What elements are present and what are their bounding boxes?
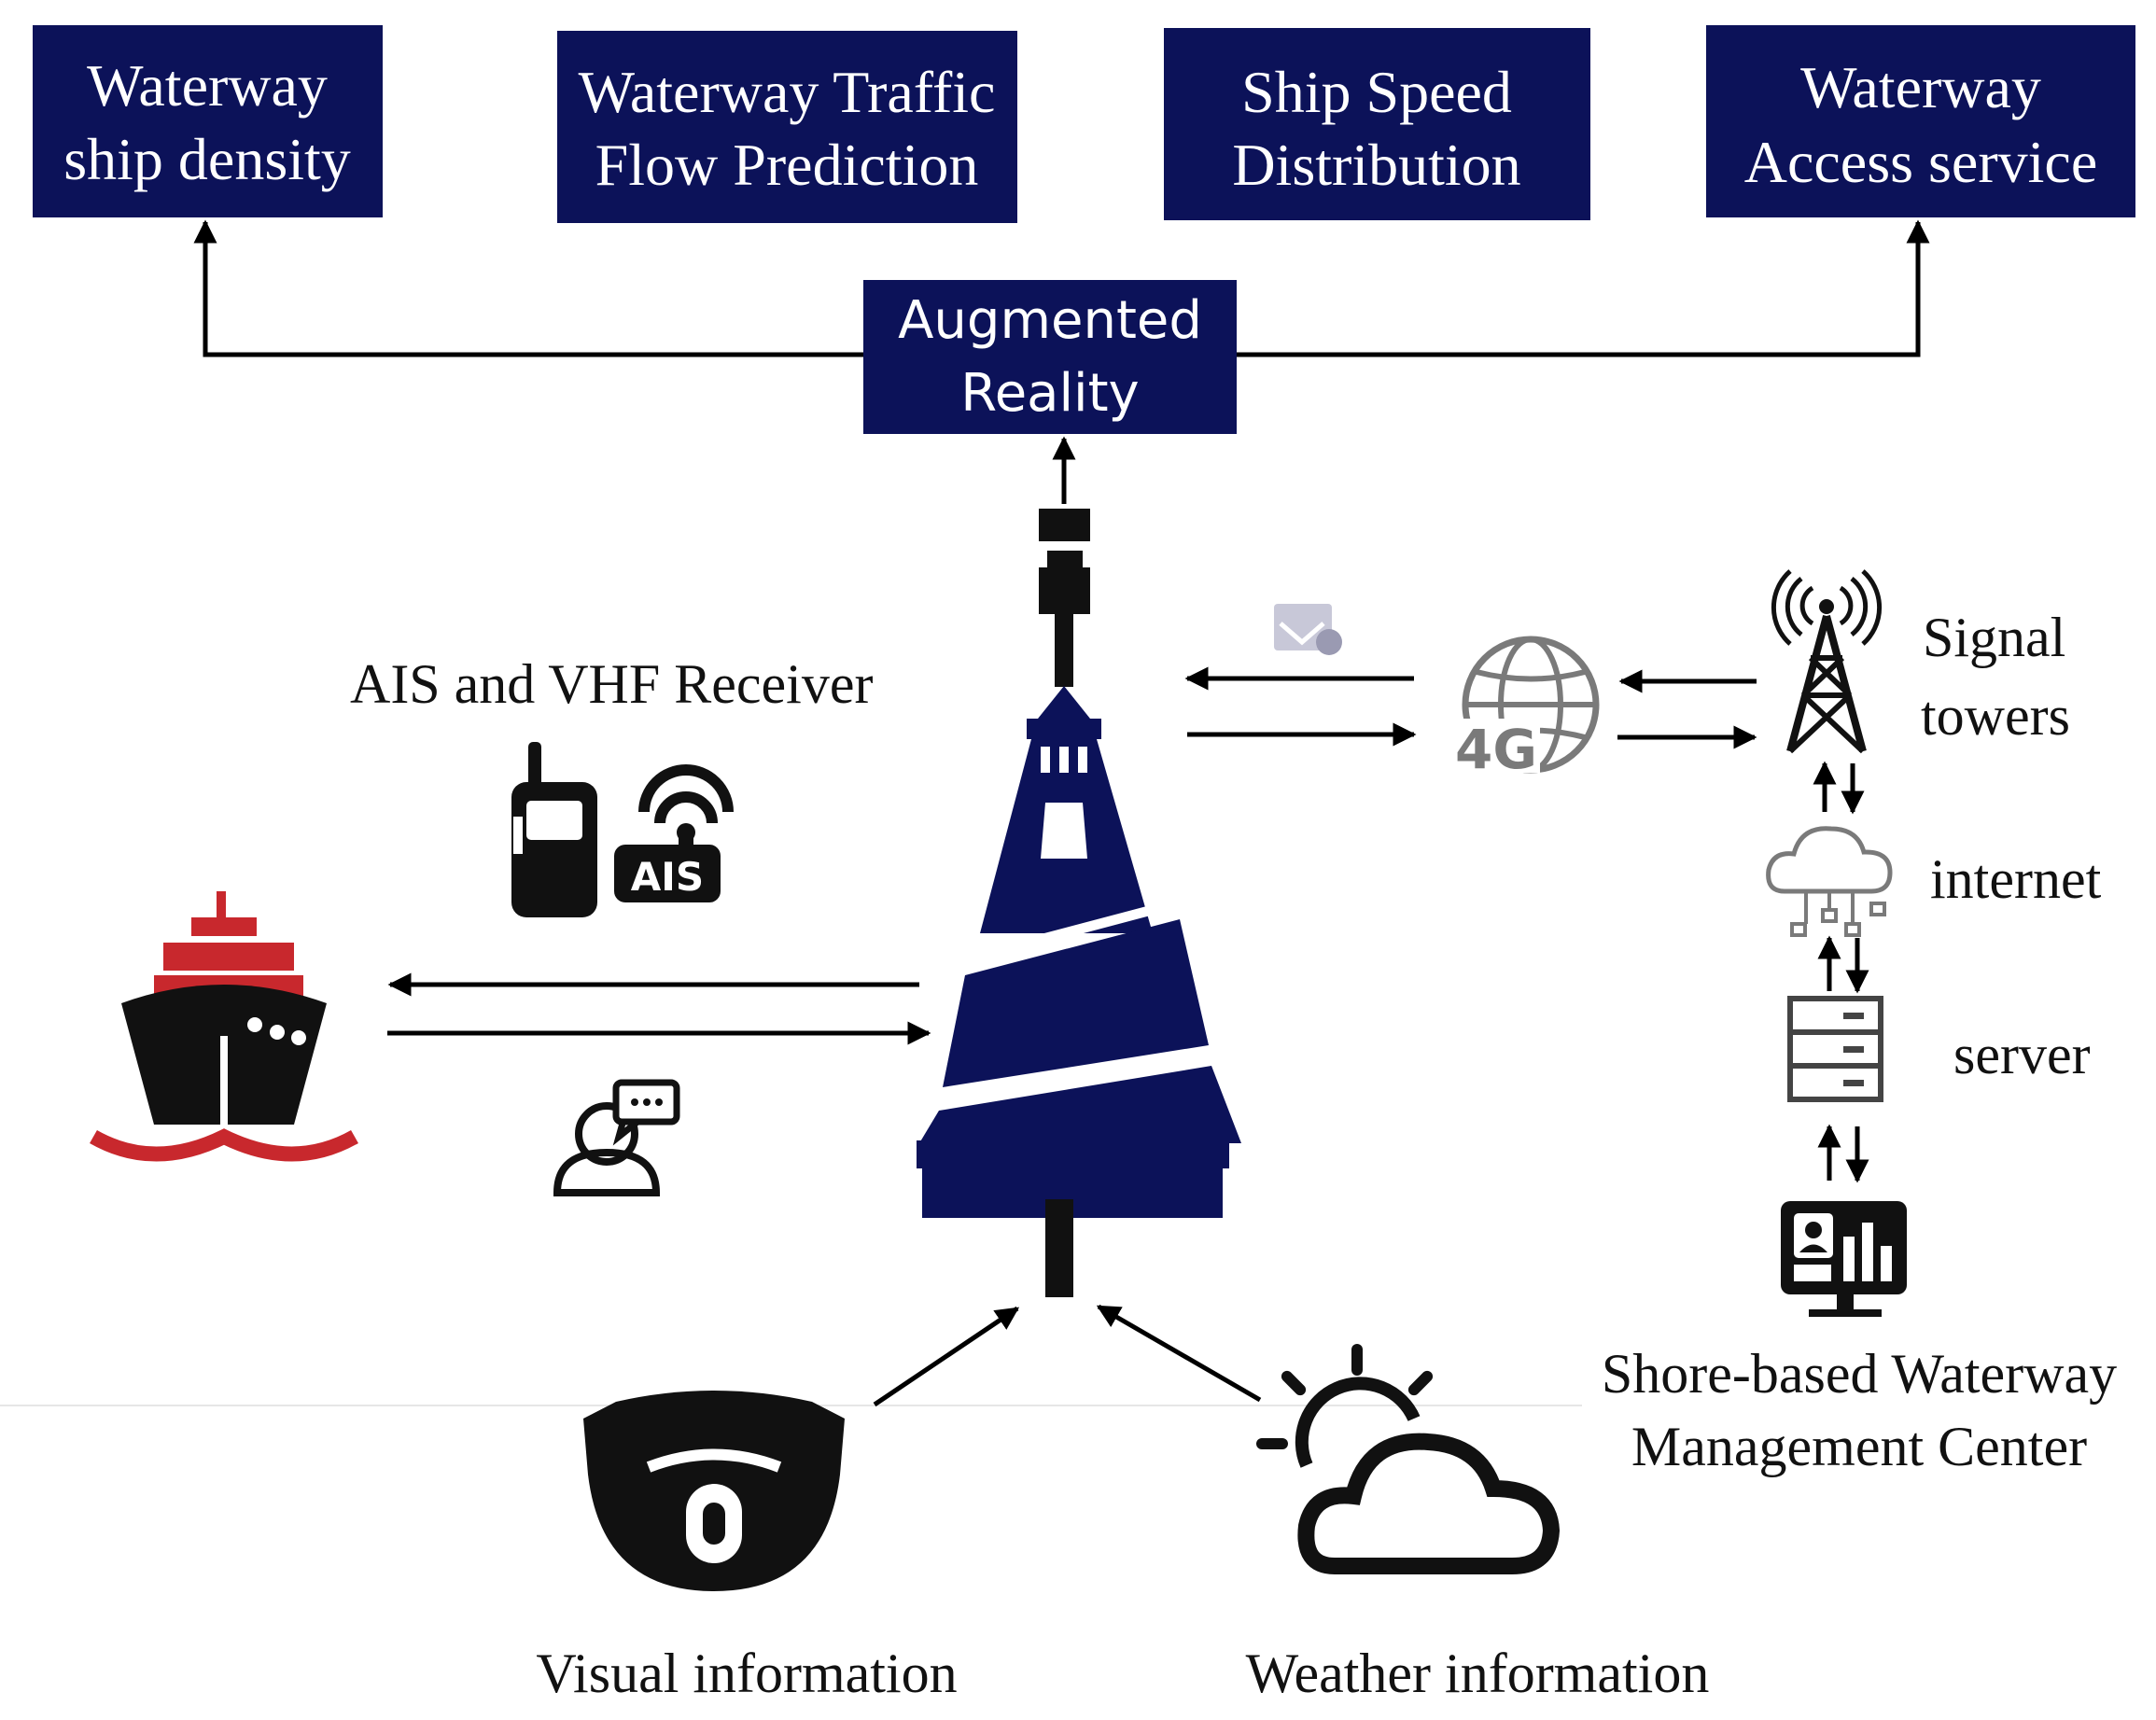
box-label-line1: Waterway Traffic (579, 59, 996, 125)
ar-label-line2: Reality (960, 363, 1139, 424)
label-visual-information: Visual information (536, 1643, 957, 1704)
label-signal: Signal (1923, 607, 2065, 668)
weather-sun-cloud-icon (1256, 1344, 1561, 1574)
signal-tower-icon (1771, 569, 1883, 754)
connector-ar-to-access (1237, 219, 1930, 357)
monitor-dashboard-icon (1781, 1201, 1907, 1317)
ais-antenna-icon: AIS (614, 764, 734, 902)
box-label-line1: Waterway (1800, 54, 2041, 120)
lighthouse-tower-icon (917, 509, 1241, 1297)
box-label-line1: Ship Speed (1241, 59, 1512, 125)
message-envelope-icon (1274, 604, 1342, 655)
cloud-network-icon (1766, 826, 1893, 937)
box-waterway-ship-density: Waterway ship density (33, 25, 383, 217)
arrow-camera-to-tower (873, 1306, 1020, 1407)
ship-icon (90, 891, 358, 1162)
4g-label: 4G (1455, 718, 1537, 781)
label-shore-line2: Management Center (1631, 1416, 2087, 1477)
box-traffic-flow-prediction: Waterway Traffic Flow Prediction (557, 31, 1017, 223)
security-camera-icon (583, 1391, 845, 1591)
box-label-line2: ship density (63, 126, 351, 192)
box-label-line2: Flow Prediction (595, 132, 979, 198)
4g-globe-icon: 4G (1451, 636, 1600, 781)
box-label-line2: Access service (1744, 129, 2097, 195)
label-weather-information: Weather information (1246, 1643, 1710, 1704)
label-shore-line1: Shore-based Waterway (1602, 1343, 2117, 1405)
label-ais-vhf-receiver: AIS and VHF Receiver (350, 653, 873, 715)
connector-ar-to-density (193, 219, 863, 357)
label-internet: internet (1930, 848, 2102, 910)
ar-label-line1: Augmented (898, 290, 1202, 351)
label-towers: towers (1921, 685, 2070, 747)
box-label-line2: Distribution (1232, 132, 1520, 198)
box-label-line1: Waterway (87, 52, 328, 119)
label-server: server (1953, 1024, 2091, 1085)
box-ship-speed-distribution: Ship Speed Distribution (1164, 28, 1590, 220)
ais-badge-label: AIS (631, 854, 704, 900)
server-icon (1787, 996, 1883, 1102)
box-augmented-reality: Augmented Reality (863, 280, 1237, 434)
box-waterway-access-service: Waterway Access service (1706, 25, 2135, 217)
person-chat-icon (553, 1079, 680, 1196)
radio-walkie-talkie-icon (511, 742, 597, 917)
arrow-weather-to-tower (1096, 1304, 1262, 1403)
